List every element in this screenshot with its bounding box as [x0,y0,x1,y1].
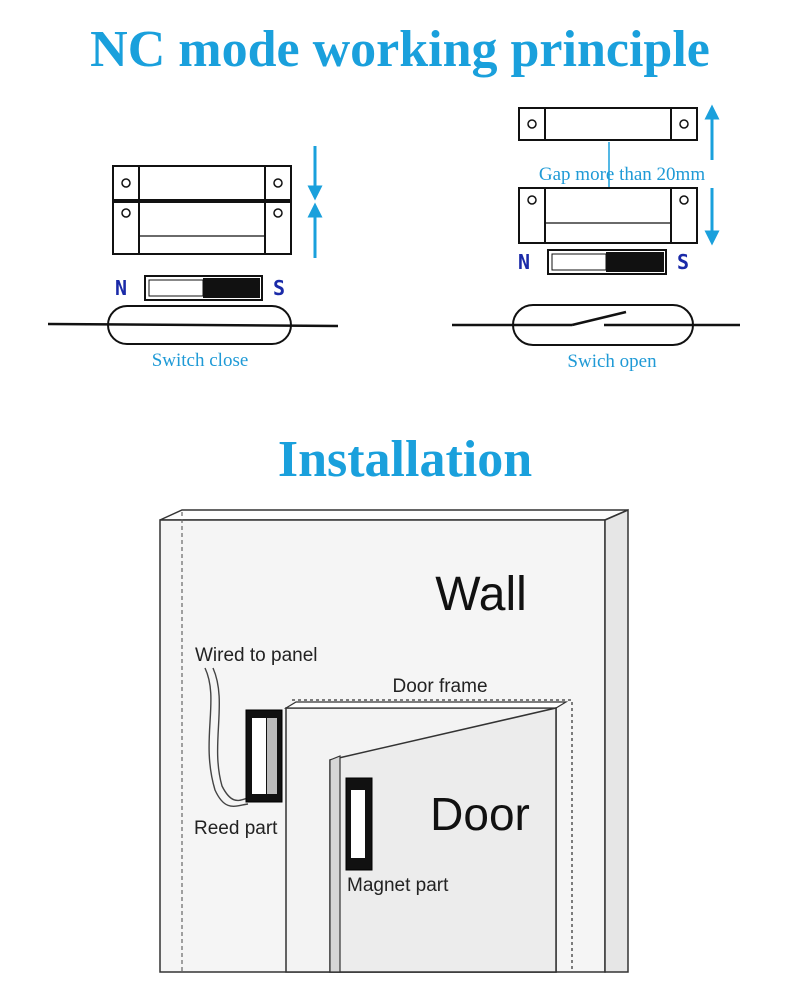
installation-drawing: Wall Door frame Door Wired to panel Reed… [159,508,629,973]
left-close-diagram: N S Switch close [47,146,339,371]
right-bottom-housing [518,187,698,244]
right-south-label: S [677,250,689,274]
left-bottom-housing [112,201,292,255]
door-leaf [329,707,557,973]
right-top-housing [518,107,698,141]
left-top-housing [112,165,292,201]
left-caption: Switch close [152,350,249,371]
reed-part-label: Reed part [194,818,278,839]
wired-to-panel-label: Wired to panel [195,645,318,666]
principle-title: NC mode working principle [90,21,710,78]
left-north-label: N [115,276,127,300]
door-label: Door [430,788,530,840]
right-caption: Swich open [567,351,657,372]
right-north-label: N [518,250,530,274]
wires [204,667,249,807]
left-magnet-bar [144,275,263,301]
right-open-diagram: Gap more than 20mm N S Swich open [452,104,740,372]
gap-label: Gap more than 20mm [539,164,705,185]
right-magnet-bar [547,249,667,275]
door-frame-label: Door frame [392,676,487,697]
installation-title: Installation [278,431,532,488]
left-reed-switch [47,305,339,345]
right-reed-switch [452,304,740,346]
reed-part [245,709,283,803]
magnet-part-label: Magnet part [347,875,449,896]
magnet-part [345,777,373,871]
wall-label: Wall [435,568,527,621]
left-south-label: S [273,276,285,300]
